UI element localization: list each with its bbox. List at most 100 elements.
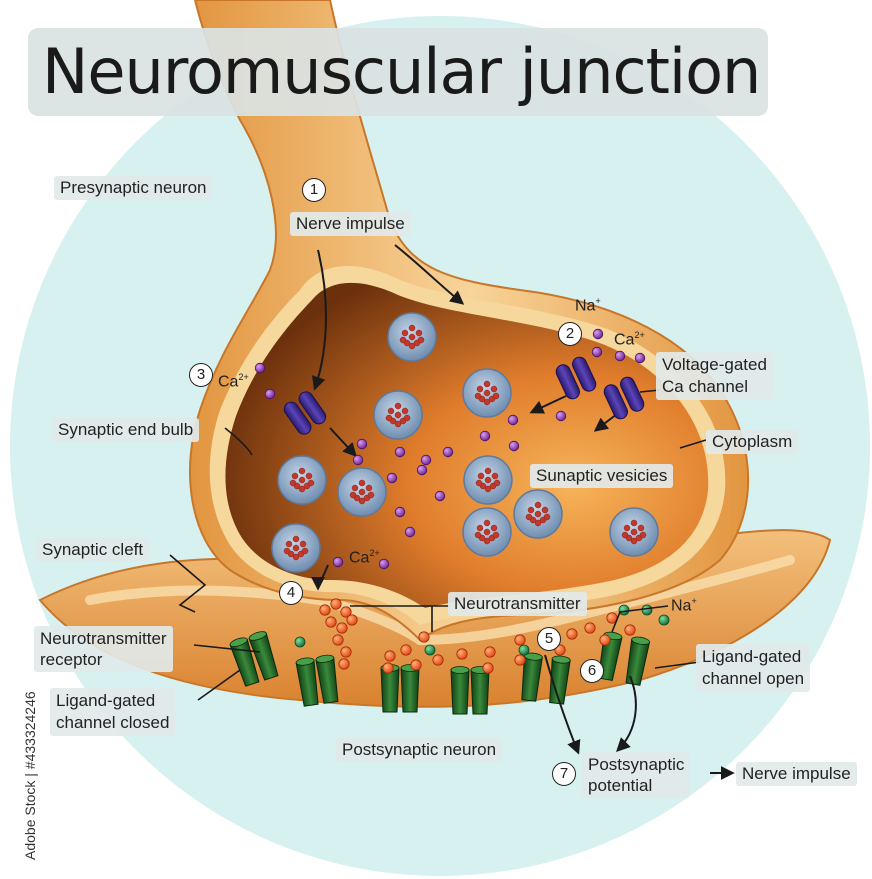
calcium-ion-icon xyxy=(357,439,367,449)
step-6-badge: 6 xyxy=(580,659,604,683)
calcium-ion-icon xyxy=(592,347,602,357)
sodium-ion-icon xyxy=(659,615,669,625)
ion-na-charge: + xyxy=(691,596,696,606)
neurotransmitter-dot-icon xyxy=(600,635,610,645)
label-voltage-gated: Voltage-gated Ca channel xyxy=(656,352,773,400)
step-1-badge: 1 xyxy=(302,178,326,202)
neurotransmitter-dot-icon xyxy=(567,629,577,639)
label-synaptic-cleft: Synaptic cleft xyxy=(36,538,149,562)
vesicle-icon xyxy=(610,508,658,556)
calcium-ion-icon xyxy=(265,389,275,399)
label-postsynaptic-potential-line1: Postsynaptic xyxy=(588,754,684,775)
neurotransmitter-dot-icon xyxy=(515,655,525,665)
calcium-ion-icon xyxy=(417,465,427,475)
neurotransmitter-dot-icon xyxy=(341,647,351,657)
sodium-ion-icon xyxy=(619,605,629,615)
ion-ca-charge: 2+ xyxy=(238,372,248,382)
calcium-ion-icon xyxy=(509,441,519,451)
label-nt-receptor-line2: receptor xyxy=(40,649,167,670)
label-synaptic-end-bulb: Synaptic end bulb xyxy=(52,418,199,442)
calcium-ion-icon xyxy=(435,491,445,501)
vesicle-icon xyxy=(463,369,511,417)
ion-label-ca-bottom: Ca2+ xyxy=(349,548,380,567)
ion-ca-charge: 2+ xyxy=(634,330,644,340)
label-ligand-closed: Ligand-gated channel closed xyxy=(50,688,175,736)
neurotransmitter-dot-icon xyxy=(419,632,429,642)
calcium-ion-icon xyxy=(635,353,645,363)
calcium-ion-icon xyxy=(508,415,518,425)
neurotransmitter-dot-icon xyxy=(485,647,495,657)
calcium-ion-icon xyxy=(353,455,363,465)
sodium-ion-icon xyxy=(642,605,652,615)
ion-label-na-top: Na+ xyxy=(575,296,601,315)
step-5-badge: 5 xyxy=(537,627,561,651)
label-ligand-closed-line2: channel closed xyxy=(56,712,169,734)
neurotransmitter-dot-icon xyxy=(625,625,635,635)
label-postsynaptic-potential: Postsynaptic potential xyxy=(582,752,690,798)
vesicle-icon xyxy=(278,456,326,504)
neurotransmitter-dot-icon xyxy=(585,623,595,633)
ion-label-ca-left: Ca2+ xyxy=(218,372,249,391)
label-postsynaptic-potential-line2: potential xyxy=(588,775,684,796)
label-nerve-impulse-top: Nerve impulse xyxy=(290,212,411,236)
calcium-ion-icon xyxy=(395,507,405,517)
label-voltage-gated-line1: Voltage-gated xyxy=(662,354,767,376)
neurotransmitter-dot-icon xyxy=(347,615,357,625)
neurotransmitter-dot-icon xyxy=(401,645,411,655)
neurotransmitter-dot-icon xyxy=(337,623,347,633)
neurotransmitter-dot-icon xyxy=(433,655,443,665)
step-3-badge: 3 xyxy=(189,363,213,387)
neurotransmitter-dot-icon xyxy=(383,663,393,673)
neurotransmitter-dot-icon xyxy=(326,617,336,627)
label-postsynaptic-neuron: Postsynaptic neuron xyxy=(336,738,502,762)
ion-na-symbol: Na xyxy=(575,297,595,314)
calcium-ion-icon xyxy=(333,557,343,567)
calcium-ion-icon xyxy=(405,527,415,537)
neurotransmitter-dot-icon xyxy=(515,635,525,645)
step-2-badge: 2 xyxy=(558,322,582,346)
label-ligand-closed-line1: Ligand-gated xyxy=(56,690,169,712)
sodium-ion-icon xyxy=(295,637,305,647)
step-4-badge: 4 xyxy=(279,581,303,605)
calcium-ion-icon xyxy=(556,411,566,421)
label-synaptic-vesicles: Sunaptic vesicies xyxy=(530,464,673,488)
label-cytoplasm: Cytoplasm xyxy=(706,430,798,454)
calcium-ion-icon xyxy=(615,351,625,361)
neurotransmitter-dot-icon xyxy=(411,660,421,670)
neurotransmitter-dot-icon xyxy=(320,605,330,615)
ion-na-symbol: Na xyxy=(671,597,691,614)
vesicle-icon xyxy=(374,391,422,439)
label-nt-receptor: Neurotransmitter receptor xyxy=(34,626,173,672)
calcium-ion-icon xyxy=(480,431,490,441)
calcium-ion-icon xyxy=(443,447,453,457)
calcium-ion-icon xyxy=(379,559,389,569)
neurotransmitter-dot-icon xyxy=(339,659,349,669)
stock-credit: Adobe Stock | #433324246 xyxy=(22,691,38,860)
step-7-badge: 7 xyxy=(552,762,576,786)
sodium-ion-icon xyxy=(519,645,529,655)
label-nerve-impulse-bottom: Nerve impulse xyxy=(736,762,857,786)
ion-label-ca-top: Ca2+ xyxy=(614,330,645,349)
label-presynaptic-neuron: Presynaptic neuron xyxy=(54,176,212,200)
calcium-ion-icon xyxy=(593,329,603,339)
label-voltage-gated-line2: Ca channel xyxy=(662,376,767,398)
label-ligand-open: Ligand-gated channel open xyxy=(696,644,810,692)
neurotransmitter-dot-icon xyxy=(333,635,343,645)
sodium-ion-icon xyxy=(425,645,435,655)
ion-ca-symbol: Ca xyxy=(218,373,238,390)
neurotransmitter-dot-icon xyxy=(385,651,395,661)
ion-label-na-bottom: Na+ xyxy=(671,596,697,615)
calcium-ion-icon xyxy=(421,455,431,465)
vesicle-icon xyxy=(338,468,386,516)
calcium-ion-icon xyxy=(387,473,397,483)
label-ligand-open-line2: channel open xyxy=(702,668,804,690)
vesicle-icon xyxy=(514,490,562,538)
calcium-ion-icon xyxy=(395,447,405,457)
vesicle-icon xyxy=(464,456,512,504)
vesicle-icon xyxy=(388,313,436,361)
calcium-ion-icon xyxy=(255,363,265,373)
neurotransmitter-dot-icon xyxy=(331,599,341,609)
page-title: Neuromuscular junction xyxy=(42,28,760,116)
label-neurotransmitter: Neurotransmitter xyxy=(448,592,587,616)
